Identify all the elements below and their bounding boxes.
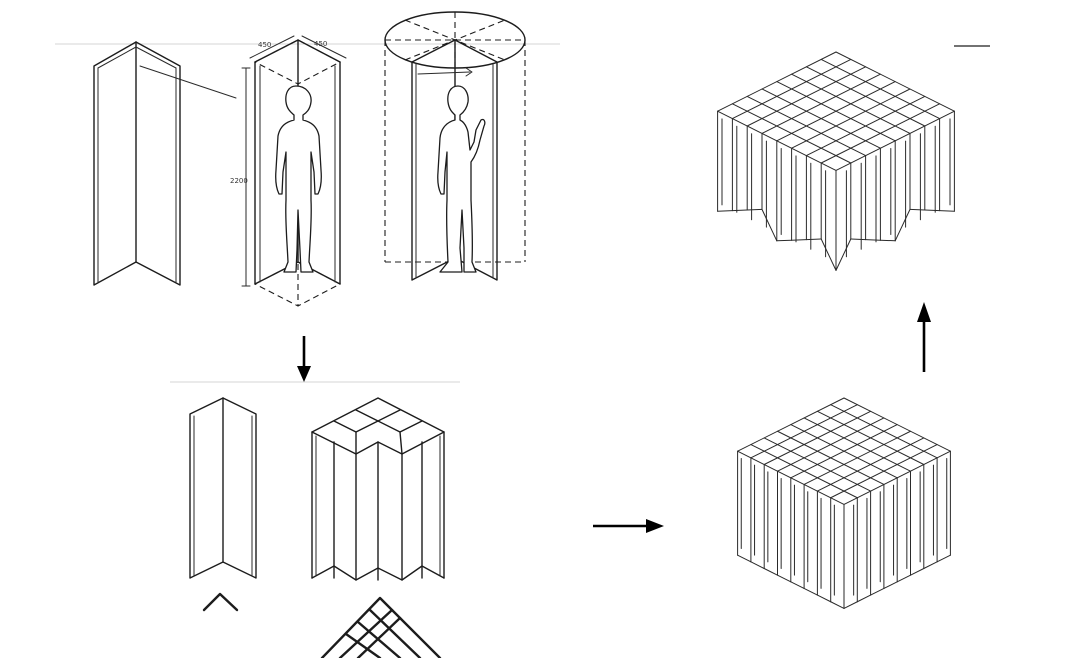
panel-bottom — [896, 574, 911, 583]
panel-bottom — [790, 581, 805, 589]
panel-bottom — [936, 554, 951, 563]
lattice-line — [816, 437, 925, 492]
panel-bottom — [803, 587, 818, 596]
panel-bottom — [843, 601, 858, 609]
single-folded-panel — [93, 41, 237, 286]
lattice-line — [820, 103, 941, 164]
lattice-line — [746, 95, 867, 157]
single-panel-with-plan — [189, 397, 257, 612]
faint-guide-lines — [55, 43, 990, 383]
lattice-line — [761, 88, 881, 149]
panel-bottom — [737, 554, 752, 563]
panel-bottom — [856, 594, 872, 603]
lattice-line — [750, 444, 858, 499]
lattice-line — [790, 424, 898, 479]
panel-bottom — [746, 208, 763, 211]
panel-bottom — [750, 561, 765, 569]
lattice-line — [791, 88, 911, 149]
panel-bottom — [870, 587, 885, 596]
panel-in-rotation-cylinder — [384, 11, 526, 281]
person-figure-front — [275, 85, 322, 273]
panel-bottom — [776, 239, 793, 242]
arrow-right — [593, 519, 664, 533]
panel-cluster-with-plan — [311, 397, 445, 658]
arrow-down — [297, 336, 311, 382]
panel-grid-assembly — [737, 397, 951, 609]
panel-bottom — [879, 239, 896, 242]
width-a-label: 450 — [258, 41, 271, 49]
panel-bottom — [924, 209, 941, 212]
lattice-line — [803, 430, 911, 485]
lattice-line — [763, 437, 872, 492]
panel-bottom — [777, 574, 792, 583]
panel-bottom — [763, 568, 778, 576]
panel-bottom — [835, 238, 852, 271]
panel-bottom — [865, 239, 881, 241]
panel-bottom — [883, 581, 898, 589]
panel-bottom — [939, 210, 955, 212]
lattice-plan-symbol — [320, 596, 442, 658]
panel-bottom — [850, 238, 867, 241]
lattice-line — [830, 444, 938, 499]
width-b-label: 450 — [314, 40, 327, 48]
panel-bottom — [909, 208, 926, 211]
panel-bottom — [761, 208, 778, 242]
height-label: 2200 — [230, 177, 248, 185]
panel-bottom — [923, 561, 938, 569]
panel-grid-rearranged — [717, 51, 955, 271]
panel-bottom — [805, 238, 822, 241]
panel-bottom — [820, 238, 837, 271]
arrow-up — [917, 302, 931, 372]
lattice-line — [776, 81, 896, 142]
panel-bottom — [816, 594, 832, 603]
lattice-line — [777, 430, 885, 485]
panel-bottom — [910, 568, 925, 576]
person-figure-waving — [437, 85, 486, 273]
lattice-line — [731, 103, 852, 164]
v-plan-symbol — [202, 592, 239, 612]
panel-bottom — [830, 601, 845, 609]
panel-bottom — [717, 210, 733, 212]
panel-bottom — [731, 209, 748, 212]
panel-bottom — [791, 239, 807, 241]
panel-with-person: 450 450 2200 — [230, 35, 347, 307]
panel-bottom — [894, 208, 911, 242]
lattice-line — [805, 95, 926, 157]
